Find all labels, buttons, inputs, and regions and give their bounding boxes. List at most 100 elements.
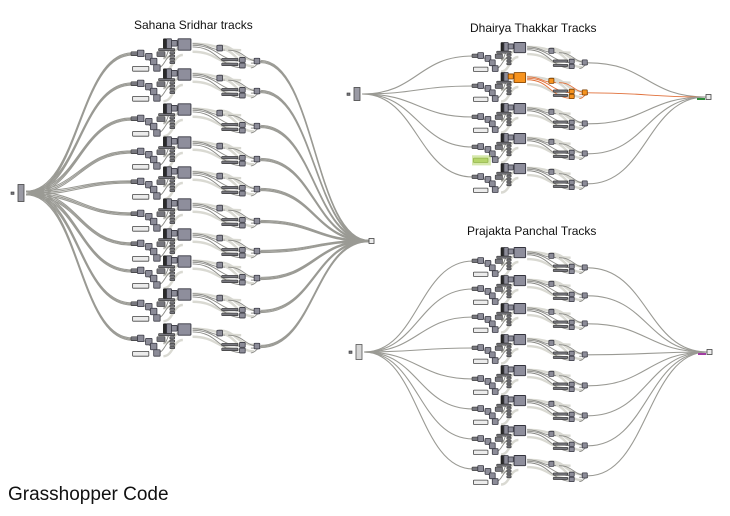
component-node[interactable] — [150, 87, 158, 96]
component-node[interactable] — [158, 208, 176, 212]
component-node[interactable] — [216, 109, 223, 117]
output-node[interactable] — [581, 59, 588, 66]
component-node[interactable] — [496, 141, 512, 145]
component-node[interactable] — [491, 156, 499, 163]
component-node[interactable] — [169, 221, 176, 225]
component-node[interactable] — [216, 142, 223, 150]
panel-node[interactable] — [473, 327, 489, 333]
input-param[interactable] — [471, 466, 479, 471]
component-node[interactable] — [494, 114, 503, 120]
panel-node[interactable] — [473, 127, 489, 133]
component-node[interactable] — [156, 116, 166, 122]
component-node[interactable] — [552, 59, 569, 63]
component-node[interactable] — [169, 61, 176, 65]
input-param[interactable] — [130, 179, 138, 184]
component-node[interactable] — [239, 122, 246, 128]
component-node[interactable] — [507, 43, 514, 50]
component-node[interactable] — [169, 185, 176, 189]
component-node[interactable] — [491, 270, 499, 277]
input-hub-node[interactable] — [353, 87, 361, 101]
main-component[interactable] — [177, 255, 192, 268]
component-node[interactable] — [552, 89, 569, 93]
panel-node[interactable] — [132, 255, 150, 262]
component-node[interactable] — [506, 83, 512, 87]
component-node[interactable] — [503, 303, 509, 313]
component-node[interactable] — [221, 87, 239, 92]
component-node[interactable] — [552, 93, 569, 97]
component-node[interactable] — [221, 307, 239, 312]
component-node[interactable] — [169, 84, 176, 88]
component-node[interactable] — [153, 254, 161, 262]
component-node[interactable] — [477, 465, 484, 472]
component-node[interactable] — [169, 159, 176, 163]
component-node[interactable] — [568, 263, 575, 269]
component-node[interactable] — [506, 120, 512, 124]
component-node[interactable] — [491, 326, 499, 333]
component-node[interactable] — [488, 320, 496, 328]
output-node[interactable] — [581, 292, 588, 299]
component-node[interactable] — [548, 47, 555, 54]
component-node[interactable] — [506, 53, 512, 57]
component-node[interactable] — [568, 268, 575, 274]
component-node[interactable] — [477, 285, 484, 292]
main-component[interactable] — [513, 275, 527, 287]
component-node[interactable] — [496, 171, 512, 175]
component-node[interactable] — [477, 375, 484, 382]
input-param[interactable] — [130, 301, 138, 306]
component-node[interactable] — [552, 124, 569, 128]
component-node[interactable] — [169, 155, 176, 159]
component-node[interactable] — [568, 411, 575, 417]
component-node[interactable] — [169, 152, 176, 156]
component-node[interactable] — [169, 304, 176, 308]
component-node[interactable] — [216, 294, 223, 302]
main-component[interactable] — [177, 136, 192, 149]
component-node[interactable] — [507, 248, 514, 255]
component-node[interactable] — [221, 62, 239, 66]
input-param[interactable] — [471, 345, 479, 350]
component-node[interactable] — [221, 160, 239, 164]
panel-node[interactable] — [473, 389, 489, 395]
component-node[interactable] — [216, 329, 223, 337]
component-node[interactable] — [506, 292, 512, 296]
component-node[interactable] — [137, 209, 145, 218]
input-param[interactable] — [348, 350, 353, 354]
component-node[interactable] — [221, 247, 239, 252]
component-node[interactable] — [150, 247, 158, 256]
component-node[interactable] — [503, 334, 509, 344]
component-node[interactable] — [494, 174, 503, 180]
component-node[interactable] — [568, 471, 575, 477]
panel-node[interactable] — [132, 315, 150, 322]
component-node[interactable] — [507, 335, 514, 342]
component-node[interactable] — [568, 93, 575, 99]
component-node[interactable] — [568, 63, 575, 69]
component-node[interactable] — [494, 314, 503, 320]
component-node[interactable] — [503, 455, 509, 465]
input-param[interactable] — [346, 92, 351, 96]
component-node[interactable] — [477, 405, 484, 412]
component-node[interactable] — [548, 252, 555, 259]
component-node[interactable] — [153, 281, 161, 289]
panel-node[interactable] — [132, 225, 150, 232]
component-node[interactable] — [150, 274, 158, 283]
component-node[interactable] — [150, 122, 158, 131]
component-node[interactable] — [552, 120, 569, 124]
output-node[interactable] — [581, 180, 588, 187]
component-node[interactable] — [506, 59, 512, 63]
output-node[interactable] — [581, 320, 588, 327]
component-node[interactable] — [503, 365, 509, 375]
component-node[interactable] — [477, 344, 484, 351]
component-node[interactable] — [506, 117, 512, 121]
component-node[interactable] — [496, 403, 512, 407]
component-node[interactable] — [158, 298, 176, 302]
component-node[interactable] — [216, 261, 223, 269]
panel-node[interactable] — [473, 449, 489, 455]
main-component[interactable] — [513, 365, 527, 377]
component-node[interactable] — [548, 280, 555, 287]
component-node[interactable] — [568, 381, 575, 387]
component-node[interactable] — [158, 78, 176, 82]
input-param[interactable] — [130, 116, 138, 121]
component-node[interactable] — [239, 87, 246, 93]
component-node[interactable] — [153, 314, 161, 322]
component-node[interactable] — [153, 64, 161, 72]
component-node[interactable] — [568, 355, 575, 361]
